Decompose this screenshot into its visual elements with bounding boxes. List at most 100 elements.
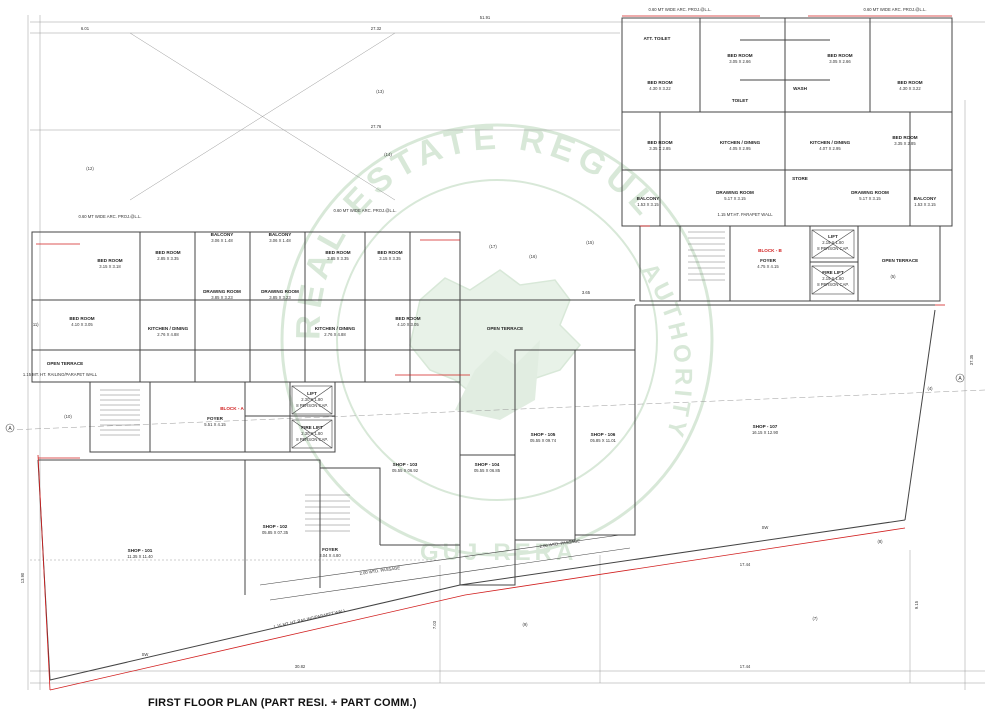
svg-text:1.15 MT. HT. RAILING/PARAPET W: 1.15 MT. HT. RAILING/PARAPET WALL xyxy=(273,608,347,630)
shop-label: SHOP - 106 xyxy=(591,432,616,437)
svg-text:3.85 X 3.23: 3.85 X 3.23 xyxy=(269,295,291,300)
svg-text:8 PERSON CAP.: 8 PERSON CAP. xyxy=(817,246,849,251)
room-label: BALCONY xyxy=(269,232,292,237)
red-markers xyxy=(36,15,952,691)
svg-text:11.35 X 11.40: 11.35 X 11.40 xyxy=(127,554,153,559)
room-label: BALCONY xyxy=(914,196,937,201)
svg-text:6.01: 6.01 xyxy=(81,26,90,31)
staircases xyxy=(100,231,725,532)
svg-text:05.85 X 07.35: 05.85 X 07.35 xyxy=(262,530,289,535)
room-label: BED ROOM xyxy=(647,80,672,85)
svg-text:05.55 X 06.92: 05.55 X 06.92 xyxy=(392,468,419,473)
dimension-lines xyxy=(7,15,986,690)
lift-shafts xyxy=(291,229,855,449)
svg-text:17.44: 17.44 xyxy=(740,562,751,567)
svg-text:(4): (4) xyxy=(927,386,933,391)
svg-text:2.00 WTD. PASSAGE: 2.00 WTD. PASSAGE xyxy=(359,565,400,576)
svg-text:30.82: 30.82 xyxy=(295,664,306,669)
room-label: KITCHEN / DINING xyxy=(315,326,356,331)
rera-watermark: REAL ESTATE REGULATORY AUTHORITY GUJ-RER… xyxy=(0,0,714,566)
svg-text:(5): (5) xyxy=(890,274,896,279)
svg-text:(7): (7) xyxy=(812,616,818,621)
svg-text:05.55 X 06.85: 05.55 X 06.85 xyxy=(474,468,501,473)
svg-text:27.32: 27.32 xyxy=(371,26,382,31)
room-label: FIRE LIFT xyxy=(301,425,323,430)
stair-commercial xyxy=(305,494,350,532)
svg-text:(14): (14) xyxy=(384,152,392,157)
svg-text:3.06 X 1.48: 3.06 X 1.48 xyxy=(211,238,233,243)
room-label: OPEN TERRACE xyxy=(487,326,524,331)
svg-text:0.60 MT WIDE ARC. PROJ.@L.L.: 0.60 MT WIDE ARC. PROJ.@L.L. xyxy=(863,7,926,12)
room-label: DRAWING ROOM xyxy=(261,289,299,294)
watermark-top-text: REAL ESTATE REGULATORY xyxy=(0,0,667,340)
room-label: BALCONY xyxy=(637,196,660,201)
room-label: BED ROOM xyxy=(377,250,402,255)
svg-text:(16): (16) xyxy=(529,254,537,259)
room-label: BED ROOM xyxy=(727,53,752,58)
svg-text:4.10 X 3.05: 4.10 X 3.05 xyxy=(397,322,419,327)
svg-text:5.17 X 3.15: 5.17 X 3.15 xyxy=(724,196,746,201)
shop-label: SHOP - 107 xyxy=(753,424,778,429)
svg-text:0.60 MT WIDE ARC. PROJ.@L.L.: 0.60 MT WIDE ARC. PROJ.@L.L. xyxy=(648,7,711,12)
room-label: ATT. TOILET xyxy=(644,36,671,41)
svg-text:51.91: 51.91 xyxy=(480,15,491,20)
svg-text:13.90: 13.90 xyxy=(20,572,25,583)
stair-block-b xyxy=(688,231,725,281)
svg-text:3.35 X 2.85: 3.35 X 2.85 xyxy=(894,141,916,146)
svg-text:1.15 MT. HT. RAILING/PARAPET W: 1.15 MT. HT. RAILING/PARAPET WALL xyxy=(23,372,98,377)
shop-label: SHOP - 105 xyxy=(531,432,556,437)
svg-text:3.35 X 2.85: 3.35 X 2.85 xyxy=(649,146,671,151)
svg-text:2.15 X 1.80: 2.15 X 1.80 xyxy=(822,276,844,281)
room-label: FIRE LIFT xyxy=(822,270,844,275)
svg-text:2.00 WTD. PASSAGE: 2.00 WTD. PASSAGE xyxy=(539,538,580,549)
svg-text:A: A xyxy=(8,426,12,432)
walls xyxy=(31,17,953,681)
svg-text:16.15 X 12.90: 16.15 X 12.90 xyxy=(752,430,779,435)
svg-text:2.30 X 1.80: 2.30 X 1.80 xyxy=(301,397,323,402)
svg-text:3.05 X 2.66: 3.05 X 2.66 xyxy=(729,59,751,64)
room-label: KITCHEN / DINING xyxy=(148,326,189,331)
svg-text:4.07 X 2.95: 4.07 X 2.95 xyxy=(819,146,841,151)
svg-text:2.30 X 1.80: 2.30 X 1.80 xyxy=(301,431,323,436)
block-a-label: BLOCK - A xyxy=(220,406,244,411)
svg-text:3.05 X 2.66: 3.05 X 2.66 xyxy=(829,59,851,64)
room-label: DRAWING ROOM xyxy=(851,190,889,195)
svg-text:37.35: 37.35 xyxy=(969,354,974,365)
svg-text:5.17 X 3.15: 5.17 X 3.15 xyxy=(859,196,881,201)
svg-text:2.76 X 4.88: 2.76 X 4.88 xyxy=(324,332,346,337)
room-label: OPEN TERRACE xyxy=(882,258,919,263)
shop-label: SHOP - 104 xyxy=(475,462,500,467)
svg-text:(12): (12) xyxy=(86,166,94,171)
block-b-label: BLOCK - B xyxy=(758,248,782,253)
svg-text:(9): (9) xyxy=(522,622,528,627)
svg-text:8 PERSON CAP.: 8 PERSON CAP. xyxy=(296,437,328,442)
svg-text:5.51 X 4.15: 5.51 X 4.15 xyxy=(204,422,226,427)
room-label: BED ROOM xyxy=(155,250,180,255)
room-label: BALCONY xyxy=(211,232,234,237)
page-title: FIRST FLOOR PLAN (PART RESI. + PART COMM… xyxy=(148,697,417,709)
svg-text:27.76: 27.76 xyxy=(371,124,382,129)
svg-text:2.15 X 1.80: 2.15 X 1.80 xyxy=(822,240,844,245)
svg-text:1.15 MT.HT. PARAPET WALL: 1.15 MT.HT. PARAPET WALL xyxy=(717,212,773,217)
svg-text:3.04 X 4.80: 3.04 X 4.80 xyxy=(319,553,341,558)
svg-text:2.76 X 4.88: 2.76 X 4.88 xyxy=(157,332,179,337)
svg-text:4.10 X 3.05: 4.10 X 3.05 xyxy=(71,322,93,327)
room-label: KITCHEN / DINING xyxy=(720,140,761,145)
svg-text:2.85 X 3.35: 2.85 X 3.35 xyxy=(157,256,179,261)
room-label: BED ROOM xyxy=(827,53,852,58)
room-label: WASH xyxy=(793,86,807,91)
svg-text:05.55 X 09.74: 05.55 X 09.74 xyxy=(530,438,557,443)
svg-text:(15): (15) xyxy=(586,240,594,245)
room-label: FOYER xyxy=(322,547,339,552)
room-label: BED ROOM xyxy=(97,258,122,263)
svg-text:A: A xyxy=(958,376,962,382)
svg-text:1.53 X 3.15: 1.53 X 3.15 xyxy=(914,202,936,207)
room-label: LIFT xyxy=(307,391,317,396)
svg-text:4.75 X 4.15: 4.75 X 4.15 xyxy=(757,264,779,269)
svg-text:3.15 X 3.35: 3.15 X 3.35 xyxy=(379,256,401,261)
room-label: LIFT xyxy=(828,234,838,239)
room-label: BED ROOM xyxy=(69,316,94,321)
room-label: STORE xyxy=(792,176,808,181)
svg-text:SW: SW xyxy=(762,525,769,530)
svg-text:4.30 X 3.22: 4.30 X 3.22 xyxy=(899,86,921,91)
